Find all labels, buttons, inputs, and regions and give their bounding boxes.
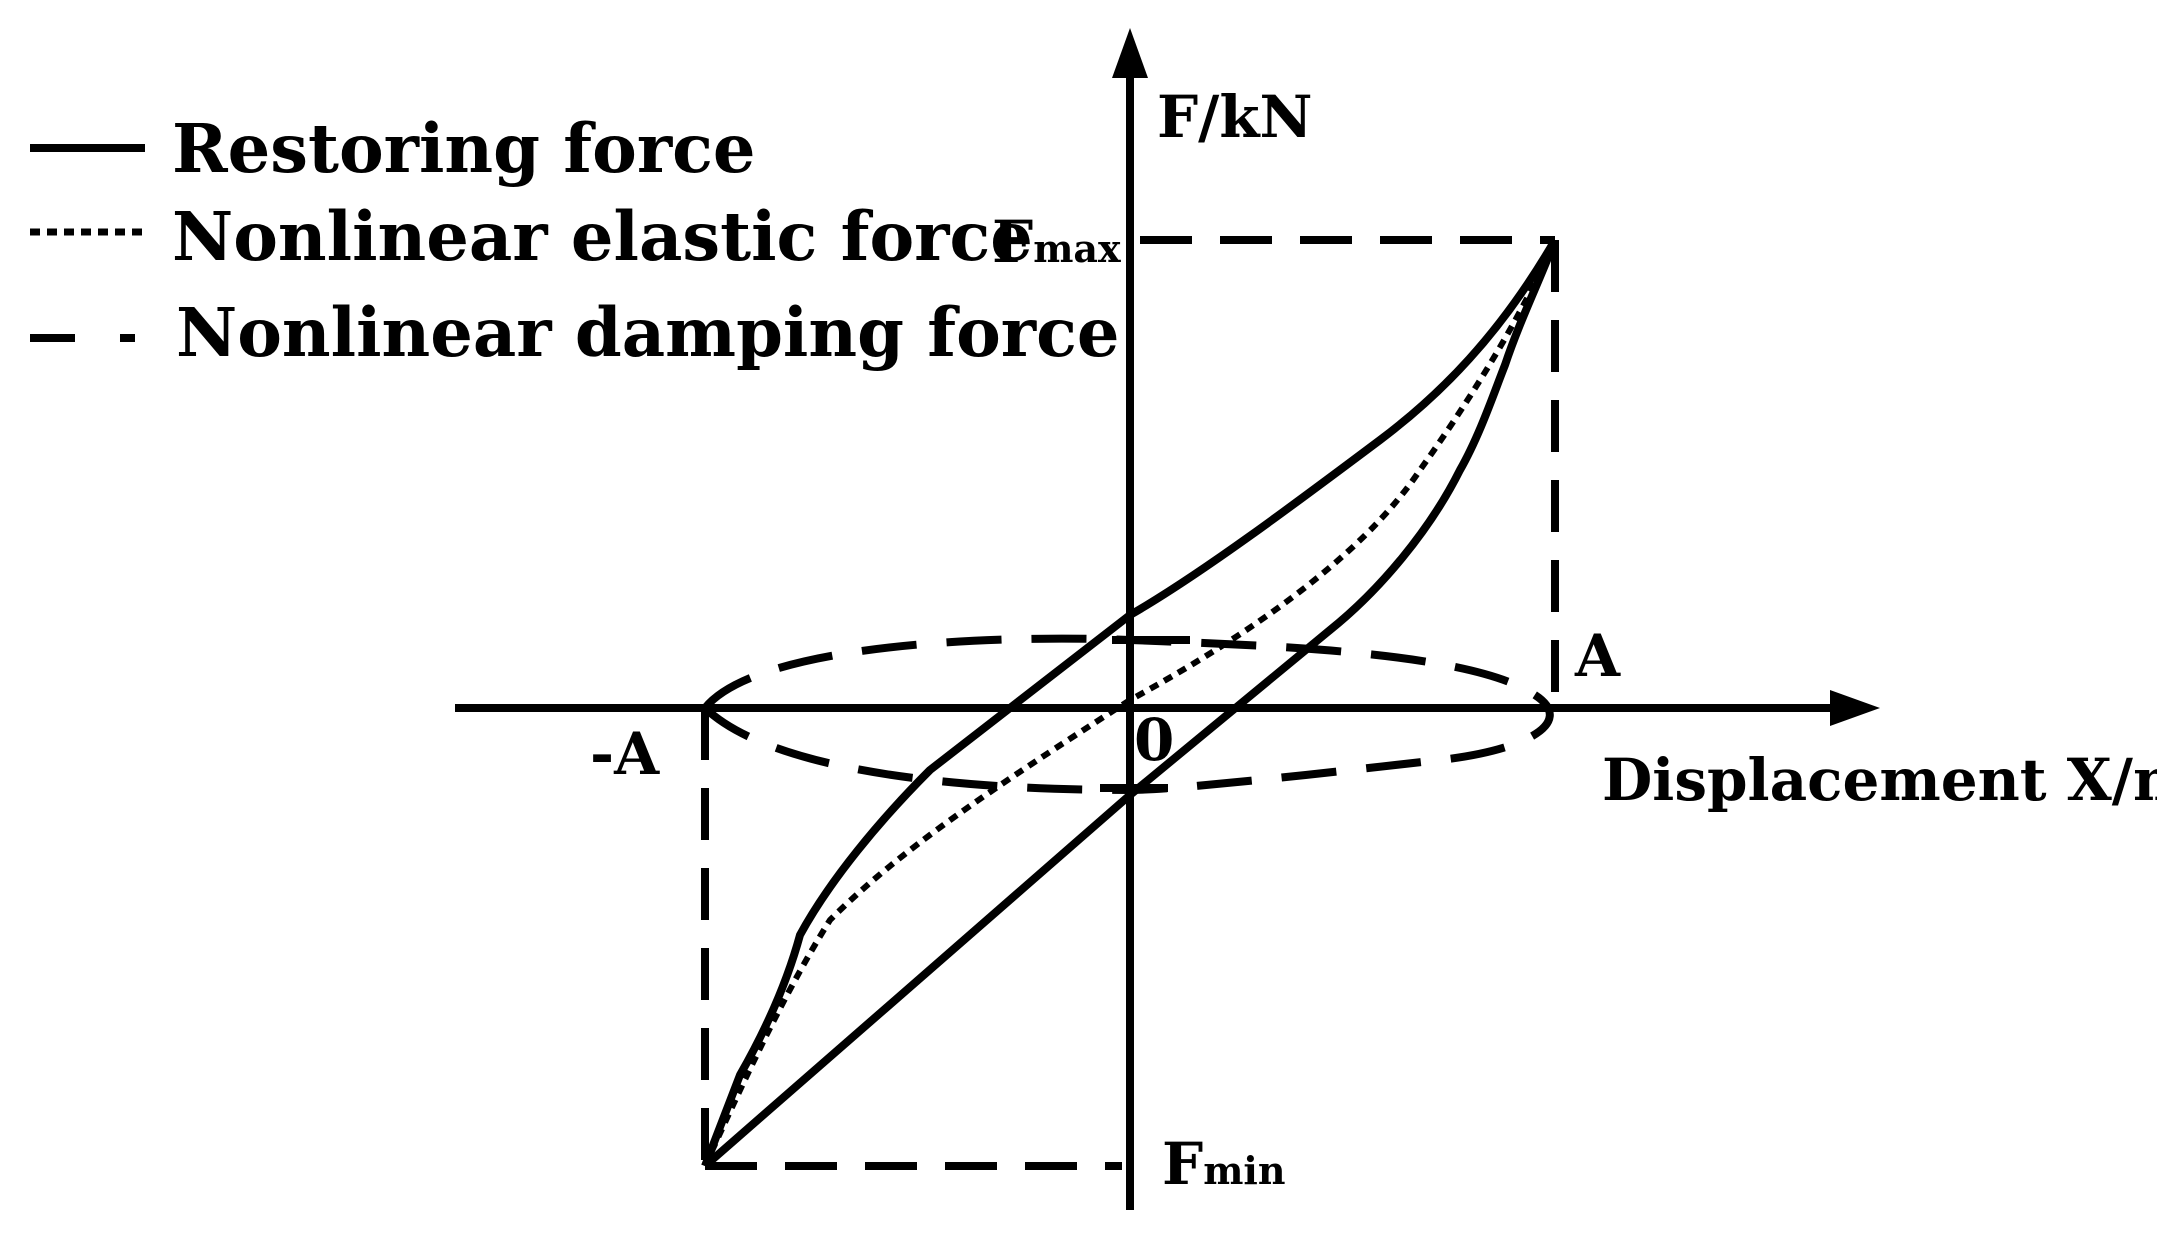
legend: Restoring force Nonlinear elastic force …	[30, 109, 1120, 372]
fmax-sub: max	[1033, 226, 1121, 271]
legend-elastic-label: Nonlinear elastic force	[172, 197, 1033, 276]
fmin-label: Fmin	[1162, 1130, 1285, 1198]
axis-labels: F/kN Displacement X/mm 0 A -A Fmax Fmin	[590, 83, 2157, 1198]
legend-damping-label: Nonlinear damping force	[176, 293, 1120, 372]
x-axis-label: Displacement X/mm	[1602, 746, 2157, 814]
pos-amp-label: A	[1574, 622, 1621, 690]
x-axis-arrowhead	[1830, 690, 1880, 726]
y-axis-label: F/kN	[1157, 83, 1313, 151]
fmax-label: Fmax	[992, 208, 1121, 276]
damping-ellipse	[699, 634, 1554, 795]
y-axis-arrowhead	[1112, 28, 1148, 78]
elastic-force-curve	[702, 238, 1558, 1168]
fmin-main: F	[1162, 1130, 1203, 1198]
restoring-upper-branch	[701, 237, 1559, 1168]
restoring-lower-branch	[702, 238, 1559, 1170]
amplitude-guides	[701, 236, 1559, 1170]
fmin-sub: min	[1203, 1148, 1285, 1193]
legend-restoring-label: Restoring force	[172, 109, 756, 188]
fmax-main: F	[992, 208, 1033, 276]
neg-amp-label: -A	[590, 720, 660, 788]
restoring-force-loop	[701, 237, 1559, 1170]
origin-label: 0	[1134, 706, 1174, 774]
